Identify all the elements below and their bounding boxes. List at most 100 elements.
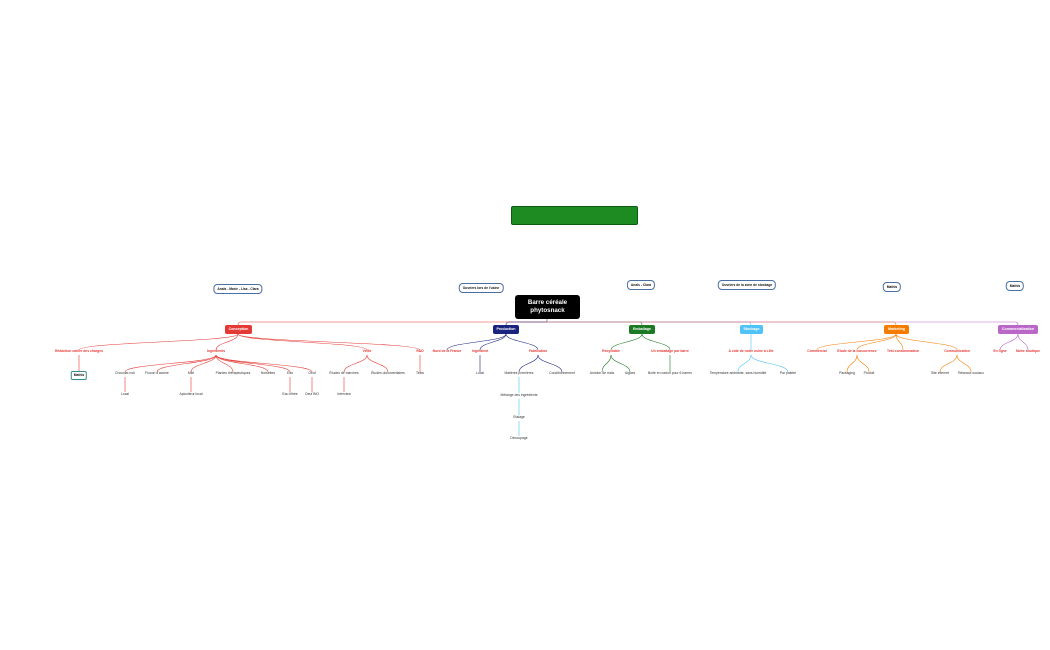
node-reseaux-sociaux[interactable]: Réseaux sociaux bbox=[958, 371, 984, 375]
connector bbox=[366, 354, 389, 373]
node-temperature[interactable]: Température ambiante, sans humidité bbox=[709, 371, 767, 375]
connector bbox=[895, 333, 958, 351]
connector bbox=[816, 333, 897, 351]
category-stockage[interactable]: Stockage bbox=[740, 325, 763, 334]
node-etalage[interactable]: Etalage bbox=[513, 415, 525, 419]
callout-emballage-team[interactable]: Anaïs - Clara bbox=[626, 280, 656, 290]
callout-production-team[interactable]: Ouvriers lors de l'usine bbox=[458, 283, 504, 293]
node-site-internet[interactable]: Site internet bbox=[930, 371, 950, 375]
category-marketing[interactable]: Marketing bbox=[884, 325, 909, 334]
connector bbox=[999, 333, 1019, 351]
node-palette[interactable]: Par palette bbox=[779, 371, 797, 375]
node-nord-france[interactable]: Nord de la France bbox=[432, 349, 462, 353]
connector bbox=[856, 354, 870, 373]
connector bbox=[215, 354, 313, 373]
node-matieres-premieres[interactable]: Matières premières bbox=[504, 371, 534, 375]
node-usine-lille[interactable]: A côté de notre usine à Lille bbox=[728, 349, 774, 353]
connector bbox=[737, 354, 752, 373]
node-communication[interactable]: Communication bbox=[944, 349, 970, 353]
connector bbox=[505, 333, 539, 351]
connector bbox=[537, 354, 563, 373]
node-test-consommateur[interactable]: Test consommateur bbox=[887, 349, 919, 353]
node-noisettes[interactable]: Noisettes bbox=[260, 371, 276, 375]
node-mathis-tag[interactable]: Mathis bbox=[70, 371, 88, 380]
node-notre-boutique[interactable]: Notre boutique bbox=[1015, 349, 1041, 353]
root-node[interactable]: Barre céréale phytosnack bbox=[515, 295, 580, 319]
root-to-category-link bbox=[547, 321, 897, 326]
root-to-category-link bbox=[505, 321, 547, 326]
connector bbox=[750, 354, 789, 373]
connector bbox=[610, 333, 643, 351]
category-production[interactable]: Production bbox=[493, 325, 519, 334]
connector bbox=[215, 333, 239, 351]
callout-conception-team[interactable]: Anaïs - Marie - Lisa - Clara bbox=[213, 284, 263, 294]
connector bbox=[846, 354, 858, 373]
node-veille[interactable]: Veille bbox=[362, 349, 372, 353]
connector bbox=[215, 354, 291, 373]
root-to-category-link bbox=[547, 321, 643, 326]
node-decoupage[interactable]: Découpage bbox=[510, 436, 528, 440]
connector bbox=[343, 354, 368, 373]
connector bbox=[215, 354, 269, 373]
node-chocolat-noir[interactable]: Chocolat noir bbox=[115, 371, 135, 375]
node-commercial[interactable]: Commercial bbox=[807, 349, 827, 353]
connector bbox=[190, 354, 217, 373]
node-apiculteur-local[interactable]: Apiculteur local bbox=[179, 392, 203, 396]
node-ingredient-local[interactable]: Local bbox=[475, 371, 485, 375]
node-etudes-documentaires[interactable]: Études documentaires bbox=[371, 371, 405, 375]
callout-stockage-team[interactable]: Ouvriers de la zone de stockage bbox=[717, 280, 777, 290]
root-to-category-link bbox=[547, 321, 1019, 326]
callout-marketing-team[interactable]: Mathis bbox=[882, 282, 902, 292]
node-cahier-des-charges[interactable]: Rédaction cahier des charges bbox=[54, 349, 104, 353]
node-recyclable[interactable]: Recyclable bbox=[602, 349, 620, 353]
node-eau-filtree[interactable]: Eau filtrée bbox=[282, 392, 298, 396]
connector bbox=[939, 354, 958, 373]
connector bbox=[215, 354, 234, 373]
connector bbox=[641, 333, 671, 351]
node-amidon-mais[interactable]: Amidon de maïs bbox=[589, 371, 615, 375]
node-produit[interactable]: Produit bbox=[863, 371, 875, 375]
node-etude-concurrence[interactable]: Etude de la concurrence bbox=[837, 349, 877, 353]
node-chocolat-local[interactable]: Local bbox=[120, 392, 130, 396]
node-boite-carton[interactable]: Boite en carton pour 6 barres bbox=[648, 371, 692, 375]
node-interview[interactable]: Interview bbox=[337, 392, 351, 396]
node-etudes-marches[interactable]: Études de marchés bbox=[329, 371, 359, 375]
connector bbox=[956, 354, 972, 373]
node-packaging[interactable]: Packaging bbox=[839, 371, 855, 375]
connector bbox=[446, 333, 507, 351]
connector bbox=[78, 333, 239, 351]
node-flocon-avoine[interactable]: Flocon d'avoine bbox=[145, 371, 169, 375]
node-eau[interactable]: Eau bbox=[286, 371, 294, 375]
title-banner[interactable] bbox=[511, 206, 638, 225]
connector bbox=[1017, 333, 1029, 351]
category-conception[interactable]: Conception bbox=[225, 325, 252, 334]
node-fabrication[interactable]: Fabrication bbox=[528, 349, 548, 353]
node-tests[interactable]: Tests bbox=[416, 371, 424, 375]
node-melange[interactable]: Mélange des ingrédients bbox=[500, 393, 538, 397]
node-oeuf-bio[interactable]: Oeuf BIO bbox=[304, 392, 320, 396]
node-miel[interactable]: Miel bbox=[187, 371, 195, 375]
node-conditionnement[interactable]: Conditionnement bbox=[549, 371, 575, 375]
category-emballage[interactable]: Emballage bbox=[629, 325, 655, 334]
connector bbox=[856, 333, 897, 351]
node-emballage-par-barre[interactable]: Un emballage par barre bbox=[651, 349, 689, 353]
node-rd[interactable]: R&D bbox=[416, 349, 424, 353]
connector bbox=[895, 333, 904, 351]
node-algues[interactable]: Algues bbox=[624, 371, 636, 375]
connector bbox=[124, 354, 217, 373]
callout-commercialisation-team[interactable]: Mathis bbox=[1005, 281, 1025, 291]
connector bbox=[479, 333, 507, 351]
node-en-ligne[interactable]: En ligne bbox=[993, 349, 1007, 353]
root-to-category-link bbox=[237, 321, 547, 326]
node-ingredients[interactable]: Ingrédients bbox=[206, 349, 226, 353]
category-commercialisation[interactable]: Commercialisation bbox=[998, 325, 1038, 334]
node-ingredient[interactable]: Ingrédient bbox=[471, 349, 489, 353]
node-plantes[interactable]: Plantes thérapeutiques bbox=[215, 371, 251, 375]
connector bbox=[601, 354, 612, 373]
connector bbox=[518, 354, 539, 373]
node-oeuf[interactable]: Oeuf bbox=[308, 371, 316, 375]
connector bbox=[610, 354, 631, 373]
connector bbox=[237, 333, 368, 351]
